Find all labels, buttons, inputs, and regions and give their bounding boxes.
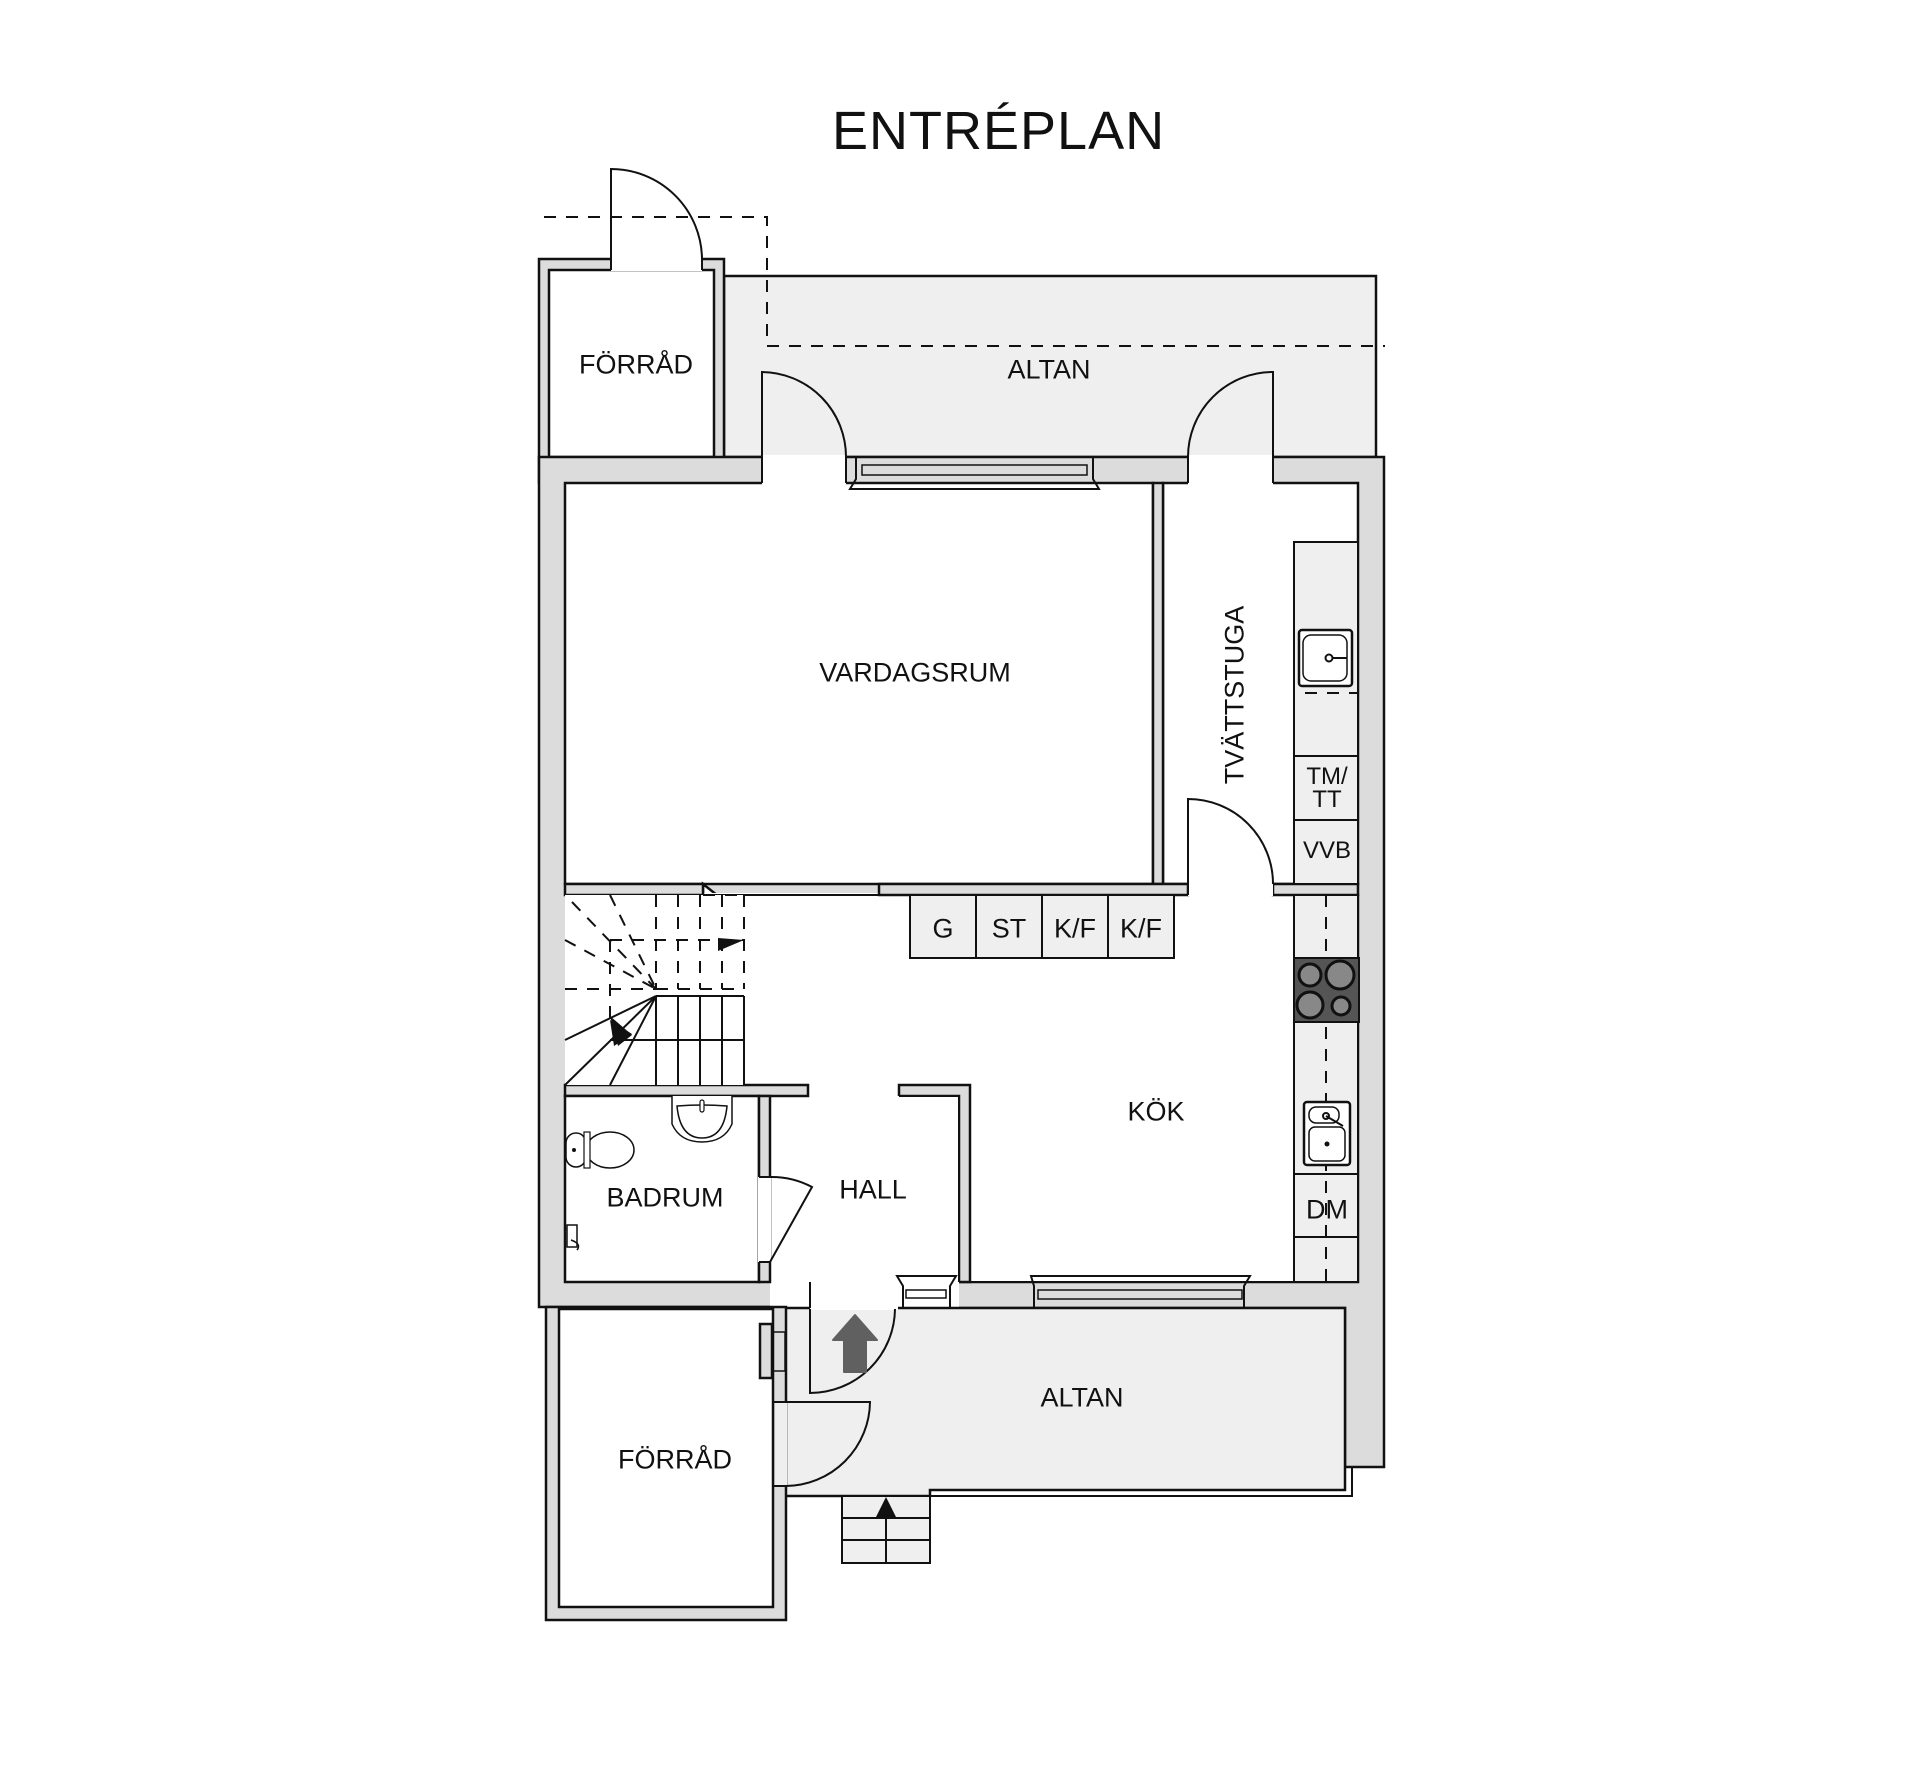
room-label-badrum: BADRUM [606, 1182, 724, 1213]
sink-icon [1297, 628, 1354, 688]
staircase-drawing [564, 894, 745, 1086]
room-label-forrad-bottom: FÖRRÅD [618, 1444, 732, 1475]
appliance-label-kf-2: K/F [1119, 913, 1163, 944]
door-swing-badrum [769, 1175, 814, 1263]
page-title: ENTRÉPLAN [832, 101, 1166, 161]
stove-icon [1293, 957, 1360, 1023]
altan-top-deck [722, 274, 1378, 459]
appliance-label-g: G [932, 913, 954, 944]
room-label-hall: HALL [839, 1174, 907, 1205]
appliance-label-dm: DM [1306, 1194, 1348, 1225]
appliance-label-tm-line2: TT [1312, 786, 1342, 814]
vardagsrum-kok-wall [877, 882, 1190, 897]
window-kok [1029, 1275, 1252, 1309]
tvattstuga-counter [1293, 541, 1359, 885]
stair-arrow-icon [718, 938, 744, 951]
toilet-icon [565, 1131, 635, 1169]
door-swing-tvattstuga-outer [1187, 370, 1274, 458]
stair-top-wall [563, 882, 705, 897]
washbasin-icon [671, 1096, 733, 1143]
window-hall [895, 1275, 958, 1309]
appliance-label-st: ST [991, 913, 1027, 944]
tvattstuga-kok-wall [1271, 882, 1360, 897]
appliance-row [909, 894, 1175, 959]
appliance-label-tm-line1: TM/ [1306, 763, 1348, 791]
room-label-kok: KÖK [1127, 1096, 1185, 1127]
entrance-arrow-icon [832, 1314, 878, 1373]
window-vardagsrum [848, 456, 1101, 490]
appliance-label-vvb: VVB [1302, 837, 1352, 865]
hall-entry-floor [811, 1282, 897, 1308]
entrance-steps [841, 1495, 931, 1564]
vardagsrum-room [563, 481, 1155, 886]
room-label-altan-bottom: ALTAN [1040, 1382, 1124, 1413]
door-swing-forrad-top [610, 167, 703, 260]
room-label-altan-top: ALTAN [1007, 354, 1091, 385]
vardagsrum-tvattstuga-partition [1151, 481, 1165, 886]
hall-room [770, 1096, 959, 1308]
room-label-vardagsrum: VARDAGSRUM [819, 657, 1011, 688]
room-label-tvattstuga: TVÄTTSTUGA [1219, 605, 1250, 785]
door-swing-forrad-bottom [785, 1401, 872, 1487]
door-swing-tvattstuga [1187, 797, 1274, 885]
door-swing-vardagsrum [761, 370, 847, 458]
forrad-bottom-room [557, 1307, 775, 1609]
step-arrow-icon [875, 1497, 897, 1519]
room-label-forrad-top: FÖRRÅD [579, 349, 693, 380]
stair-bottom-wall [563, 1083, 810, 1098]
roof-overhang-dashed [544, 216, 1385, 347]
wall-niche [758, 1322, 774, 1380]
door-swing-entrance [809, 1308, 896, 1395]
kitchen-sink-icon [1302, 1100, 1352, 1167]
shower-mixer-icon [566, 1224, 580, 1251]
appliance-label-kf-1: K/F [1053, 913, 1097, 944]
